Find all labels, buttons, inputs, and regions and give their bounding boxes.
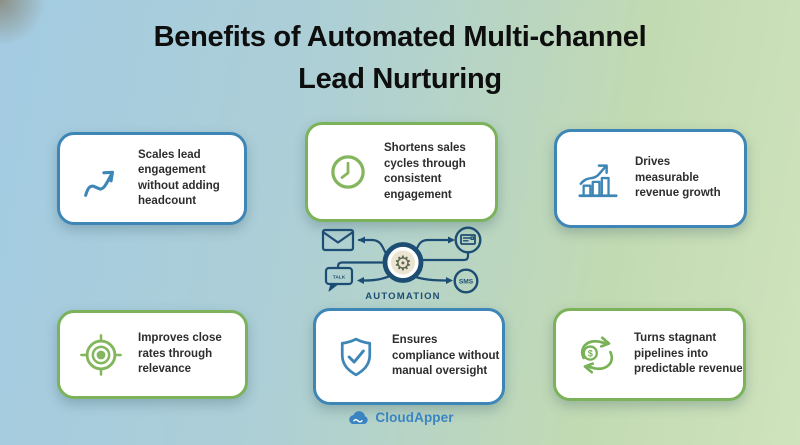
chat-bubble-text: TALK <box>333 275 346 281</box>
benefit-card-label: Turns stagnant pipelines into predictabl… <box>634 332 743 376</box>
chat-bubble-icon: TALK <box>324 266 354 292</box>
connector-line <box>408 251 470 262</box>
sms-circle-icon: SMS <box>453 268 479 294</box>
page-title: Benefits of Automated Multi-channel Lead… <box>0 16 800 100</box>
benefit-card-label: Ensures compliance without manual oversi… <box>392 334 500 378</box>
target-icon <box>78 332 124 378</box>
automation-illustration: TALK SMS ⚙ AUTOMATION <box>310 226 494 302</box>
benefit-card-scale: Scales lead engagement without adding he… <box>57 132 247 225</box>
gear-hub: ⚙ <box>382 242 424 283</box>
email-icon <box>321 228 355 252</box>
crm-device-icon <box>454 226 482 254</box>
connector-line <box>336 261 396 270</box>
arrowhead-left <box>357 277 364 284</box>
benefit-card-compliance: Ensures compliance without manual oversi… <box>313 308 505 405</box>
svg-text:$: $ <box>588 348 593 358</box>
cloudapper-logo: CloudApper <box>0 409 800 426</box>
page-title-line1: Benefits of Automated Multi-channel <box>153 21 647 53</box>
benefit-card-label: Drives measurable revenue growth <box>635 156 721 200</box>
benefit-card-label: Scales lead engagement without adding he… <box>138 148 220 208</box>
automation-label: AUTOMATION <box>365 291 441 302</box>
sms-text: SMS <box>459 279 474 286</box>
clock-icon <box>326 150 370 194</box>
benefit-card-pipelines: $ Turns stagnant pipelines into predicta… <box>553 308 746 401</box>
benefit-card-label: Shortens sales cycles through consistent… <box>384 142 466 201</box>
benefit-card-label: Improves close rates through relevance <box>138 332 222 376</box>
gear-icon: ⚙ <box>394 251 412 275</box>
arrowhead-left <box>358 236 365 244</box>
shield-check-icon <box>334 335 378 379</box>
benefit-card-revenue: Drives measurable revenue growth <box>554 129 747 228</box>
brand-name: CloudApper <box>375 410 454 425</box>
benefit-card-cycles: Shortens sales cycles through consistent… <box>305 122 498 222</box>
benefit-card-close-rates: Improves close rates through relevance <box>57 310 248 399</box>
page-title-line2: Lead Nurturing <box>298 63 502 95</box>
money-cycle-icon: $ <box>574 332 620 378</box>
cloud-icon <box>346 409 370 426</box>
growth-arrow-icon <box>78 156 124 202</box>
arrowhead-right <box>448 236 455 244</box>
bar-chart-growth-icon <box>575 156 621 202</box>
arrowhead-right <box>446 277 453 284</box>
